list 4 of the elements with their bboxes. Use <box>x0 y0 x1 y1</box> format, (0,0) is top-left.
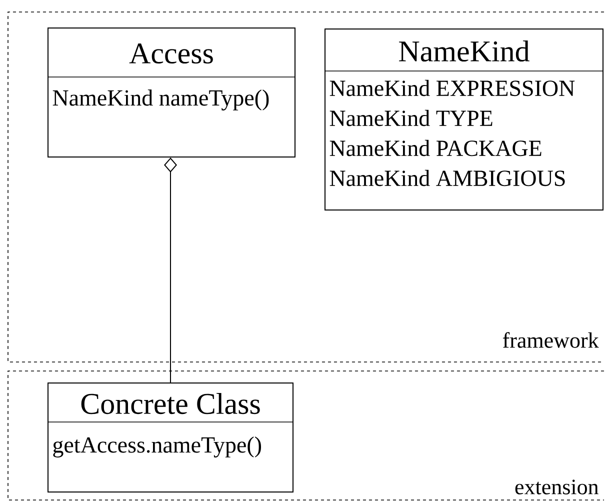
class-box: Concrete Class getAccess.nameType() <box>48 382 294 492</box>
class-box: NameKind NameKind EXPRESSION NameKind TYPE NameKind PACKAGE NameKind AMBIGIOUS <box>324 28 604 210</box>
aggregation-line <box>164 158 177 383</box>
class-box: Access NameKind nameType() <box>48 28 296 158</box>
